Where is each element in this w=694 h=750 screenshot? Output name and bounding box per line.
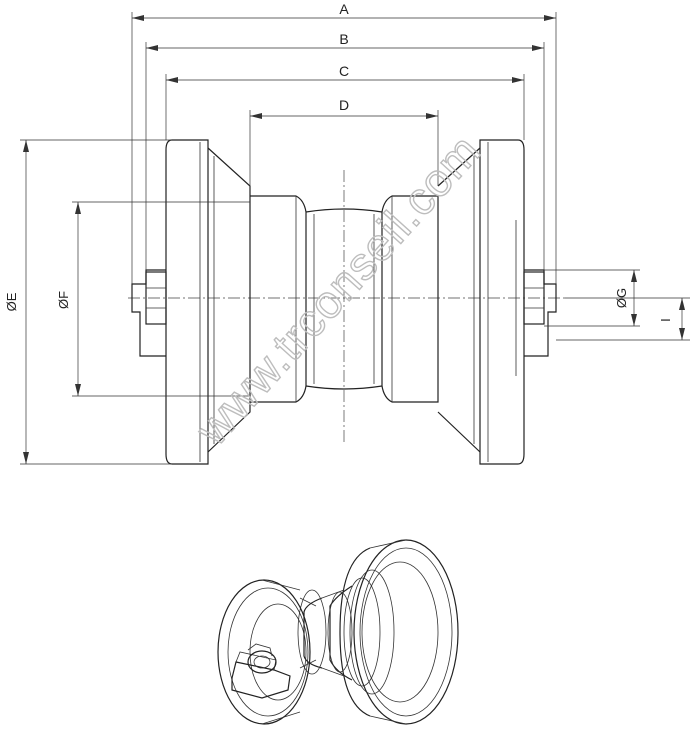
left-shaft-end <box>145 271 167 325</box>
dim-label-a: A <box>339 1 349 17</box>
watermark-text: www.trconseil.com <box>185 124 491 455</box>
iso-front-flange <box>217 579 311 725</box>
dim-label-i: I <box>658 318 673 322</box>
dim-label-c: C <box>339 63 349 79</box>
iso-back-flange <box>353 539 459 725</box>
right-shaft-end <box>523 271 545 325</box>
iso-waist <box>329 585 353 681</box>
dim-label-b: B <box>339 31 348 47</box>
right-flange-taper <box>437 147 481 453</box>
left-end-bracket <box>131 269 166 357</box>
center-waist <box>305 208 383 390</box>
roller-isometric-view <box>217 539 459 725</box>
dimension-lines <box>20 12 690 465</box>
dim-label-g: ØG <box>614 288 629 308</box>
dimension-labels: A B C D ØE ØF ØG I <box>4 1 673 322</box>
right-end-bracket <box>524 269 557 357</box>
iso-shaft-end <box>247 650 277 674</box>
iso-end-bracket <box>231 661 291 699</box>
right-flange <box>479 139 525 465</box>
left-flange-taper <box>207 147 251 453</box>
dim-label-f: ØF <box>56 291 71 309</box>
right-hub <box>381 195 439 403</box>
iso-right-hub <box>339 547 371 717</box>
left-hub <box>250 195 307 403</box>
dim-label-d: D <box>339 97 349 113</box>
dim-label-e: ØE <box>4 292 19 311</box>
